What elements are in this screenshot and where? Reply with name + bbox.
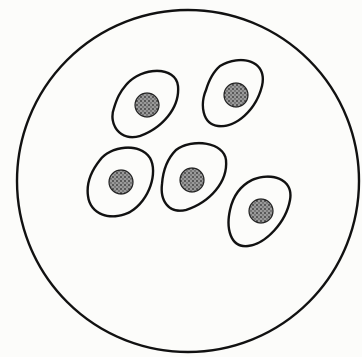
cell <box>162 143 226 211</box>
cell-nucleus <box>109 170 133 194</box>
cell-nucleus <box>135 93 159 117</box>
cell <box>112 71 178 137</box>
cell-nucleus <box>249 199 273 223</box>
cell-nucleus <box>180 168 204 192</box>
cell <box>229 177 291 247</box>
cell-nucleus <box>224 83 248 107</box>
cell <box>88 148 153 217</box>
cell <box>203 60 263 126</box>
